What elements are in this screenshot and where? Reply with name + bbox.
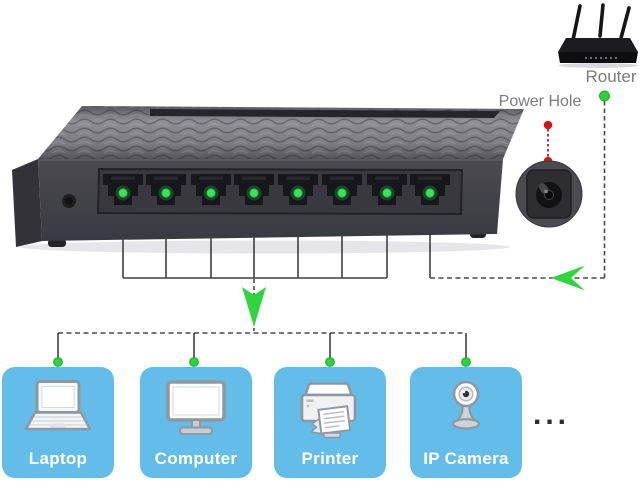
device-box-laptop: Laptop: [2, 367, 114, 478]
switch-shadow: [20, 240, 510, 254]
webcam-icon: [451, 380, 481, 430]
router-icon: [558, 3, 638, 68]
router-label: Router: [585, 67, 637, 86]
router-connector-dot: [599, 90, 610, 102]
device-label: IP Camera: [423, 449, 509, 468]
device-box-printer: Printer: [274, 367, 386, 478]
device-box-ip-camera: IP Camera: [410, 367, 522, 478]
device-connector-dot: [325, 357, 335, 367]
router-antenna: [598, 3, 605, 38]
router-antenna: [571, 4, 582, 42]
device-label: Laptop: [28, 449, 88, 468]
device-box-computer: Computer: [140, 367, 252, 478]
device-label: Printer: [301, 449, 359, 468]
switch-top-vent: [150, 109, 500, 118]
switch-left-face: [12, 159, 42, 247]
ellipsis-more-devices: ...: [533, 398, 571, 431]
connection-lines: [57, 101, 606, 358]
router-antenna: [619, 6, 631, 40]
green-downlink-arrow: [242, 287, 266, 327]
laptop-icon: [24, 380, 92, 431]
power-hole-callout: [515, 120, 583, 228]
switch-device: [12, 106, 524, 254]
power-hole-label: Power Hole: [498, 93, 582, 110]
device-label: Computer: [154, 449, 238, 468]
device-connector-dot: [461, 357, 471, 367]
monitor-icon: [166, 380, 226, 435]
printer-icon: [300, 382, 357, 439]
device-connector-dot: [53, 357, 63, 367]
green-uplink-arrow: [551, 265, 585, 291]
device-connector-dot: [189, 357, 199, 367]
